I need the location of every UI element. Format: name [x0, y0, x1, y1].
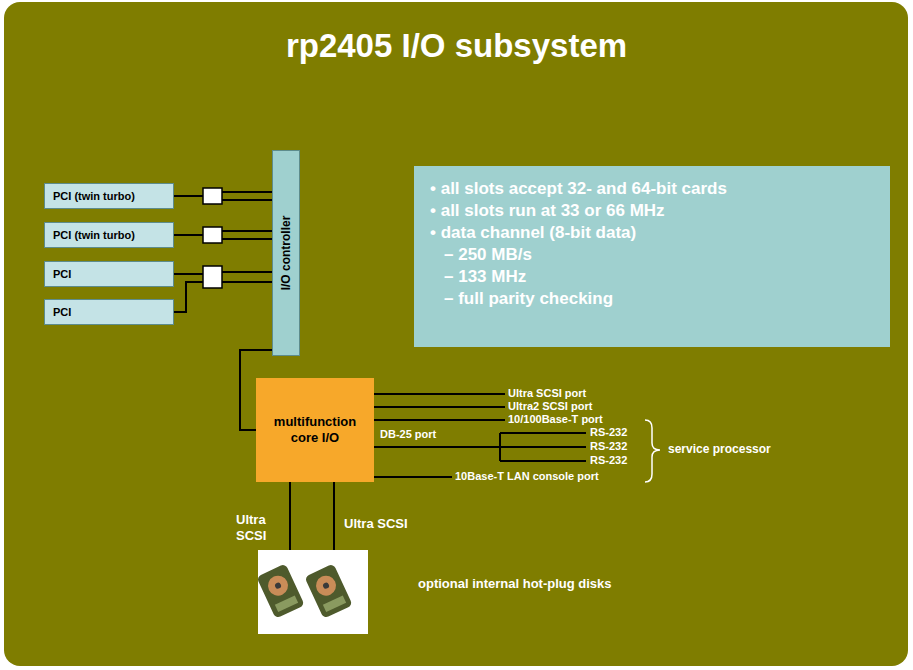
box-label: I/O controller: [279, 216, 293, 291]
pci-slot-box: PCI: [44, 261, 174, 287]
disk-bay: optional internal hot-plug disks: [258, 550, 368, 634]
box-label: PCI (twin turbo): [53, 190, 135, 202]
pci-slot-box: PCI (twin turbo): [44, 183, 174, 209]
port-label: Ultra2 SCSI port: [508, 400, 592, 413]
disk-hub: [322, 582, 330, 590]
diagram-title: rp2405 I/O subsystem: [0, 26, 913, 66]
spec-line: • all slots run at 33 or 66 MHz: [430, 200, 874, 222]
connector-label: Ultra SCSI: [344, 516, 408, 532]
pci-slot-box: PCI: [44, 299, 174, 325]
spec-line: • all slots accept 32- and 64-bit cards: [430, 178, 874, 200]
port-wire: [374, 419, 505, 421]
serial-port-label: RS-232: [590, 426, 627, 439]
port-wire: [499, 433, 501, 461]
box-label: PCI: [53, 268, 71, 280]
spec-line: – 133 MHz: [444, 266, 874, 288]
disk-hub: [274, 582, 282, 590]
spec-line: – full parity checking: [444, 288, 874, 310]
disk-handle: [323, 596, 346, 613]
disk-label: optional internal hot-plug disks: [418, 576, 612, 592]
disk-body: [256, 563, 304, 618]
bus-connector: [174, 192, 272, 196]
port-label: DB-25 port: [380, 428, 436, 441]
disk-illustration: [256, 563, 352, 618]
spec-line: • data channel (8-bit data): [430, 222, 874, 244]
serial-port-label: RS-232: [590, 454, 627, 467]
port-wire: [500, 432, 586, 434]
bus-connector: [174, 282, 272, 312]
box-label: PCI (twin turbo): [53, 229, 135, 241]
bridge-chip: [203, 266, 222, 288]
pci-slot-box: PCI (twin turbo): [44, 222, 174, 248]
disk-platter: [265, 572, 292, 599]
core-io-box: multifunction core I/O: [256, 378, 374, 482]
bridge-chip: [203, 227, 222, 243]
group-label: service processor: [668, 443, 771, 456]
box-label: PCI: [53, 306, 71, 318]
io-controller-box: I/O controller: [272, 150, 300, 356]
bus-connector: [289, 482, 291, 550]
port-label: Ultra SCSI port: [508, 387, 586, 400]
port-wire: [374, 406, 505, 408]
port-label: 10/100Base-T port: [508, 413, 603, 426]
disk-bay-ground: [258, 550, 368, 634]
connector-label: Ultra SCSI: [236, 512, 280, 544]
spec-line: – 250 MB/s: [444, 244, 874, 266]
port-wire: [374, 476, 452, 478]
disk-body: [304, 563, 352, 618]
bus-connector: [333, 482, 335, 550]
disk-platter: [313, 572, 340, 599]
port-wire: [374, 393, 505, 395]
bus-connector: [174, 231, 272, 235]
brace: [645, 420, 660, 482]
port-wire: [500, 460, 586, 462]
bus-wire: [222, 199, 272, 201]
port-label: 10Base-T LAN console port: [455, 470, 599, 483]
spec-panel: • all slots accept 32- and 64-bit cards•…: [414, 166, 890, 347]
box-label: multifunction core I/O: [262, 414, 368, 446]
disk-handle: [275, 596, 298, 613]
bus-connector: [174, 272, 272, 274]
bridge-chip: [203, 188, 222, 204]
port-wire: [374, 446, 586, 448]
serial-port-label: RS-232: [590, 440, 627, 453]
bus-wire: [222, 238, 272, 240]
